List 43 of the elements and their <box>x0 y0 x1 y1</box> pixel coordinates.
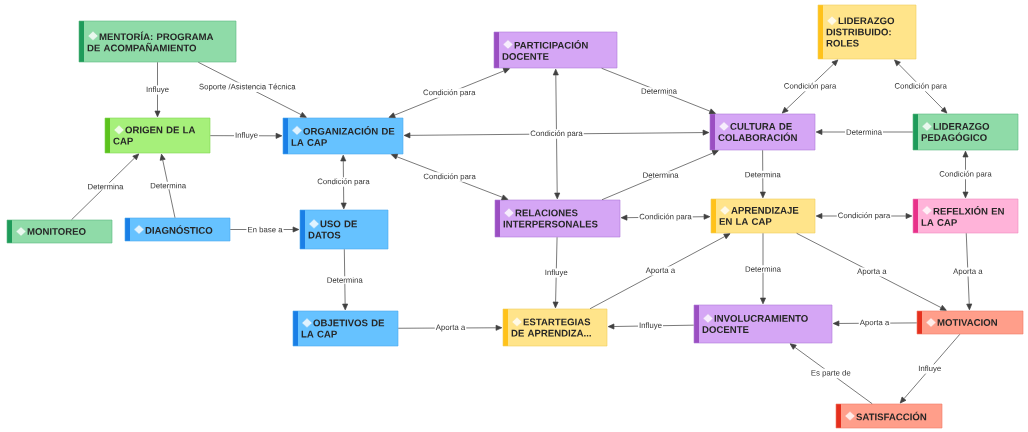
arrow <box>965 232 973 311</box>
arrow <box>342 248 349 311</box>
concept-box: MOTIVACION <box>916 310 1024 335</box>
arrow <box>552 68 561 200</box>
arrow <box>759 149 766 199</box>
arrow <box>760 232 766 305</box>
concept-box: MONITOREO <box>6 219 113 244</box>
arrow <box>601 150 719 201</box>
concept-box: REFELXIÓN EN LA CAP <box>912 198 1019 234</box>
concept-box: DIAGNÓSTICO <box>124 217 231 242</box>
concept-box: ORIGEN DE LA CAP <box>104 117 211 154</box>
concept-box: RELACIONES INTERPERSONALES <box>494 199 621 238</box>
concept-box: OBJETIVOS DE LA CAP <box>292 310 399 347</box>
arrow <box>789 343 873 405</box>
arrow <box>198 61 307 118</box>
arrow <box>340 154 347 210</box>
concept-box: INVOLUCRAMIENTO DOCENTE <box>693 304 833 344</box>
concept-box: ESTARTEGIAS DE APRENDIZA... <box>502 308 608 347</box>
arrow <box>391 153 509 201</box>
concept-box: PARTICIPACIÓN DOCENTE <box>493 31 618 69</box>
arrow <box>71 153 140 221</box>
arrow <box>899 333 961 404</box>
arrow <box>601 67 716 114</box>
concept-box: LIDERAZGO PEDAGÓGICO <box>912 113 1019 151</box>
arrow <box>388 68 510 118</box>
arrow <box>159 153 176 219</box>
concept-box: APRENDIZAJE EN LA CAP <box>710 198 816 234</box>
concept-box: LIDERAZGO DISTRIBUIDO: ROLES <box>817 4 917 60</box>
arrow <box>552 236 559 309</box>
arrow <box>962 150 969 199</box>
concept-box: CULTURA DE COLABORACIÓN <box>709 113 816 151</box>
concept-box: SATISFACCIÓN <box>835 403 943 429</box>
arrow <box>607 323 695 330</box>
concept-box: MENTORÍA: PROGRAMA DE ACOMPAÑAMIENTO <box>78 20 237 63</box>
arrow <box>403 129 710 139</box>
concept-box: USO DE DATOS <box>299 209 389 250</box>
concept-box: ORGANIZACIÓN DE LA CAP <box>282 117 404 155</box>
arrow <box>796 232 947 311</box>
arrow <box>894 59 948 114</box>
arrow <box>209 132 283 139</box>
arrow <box>589 233 731 310</box>
arrow <box>154 61 161 118</box>
arrow <box>781 59 839 114</box>
